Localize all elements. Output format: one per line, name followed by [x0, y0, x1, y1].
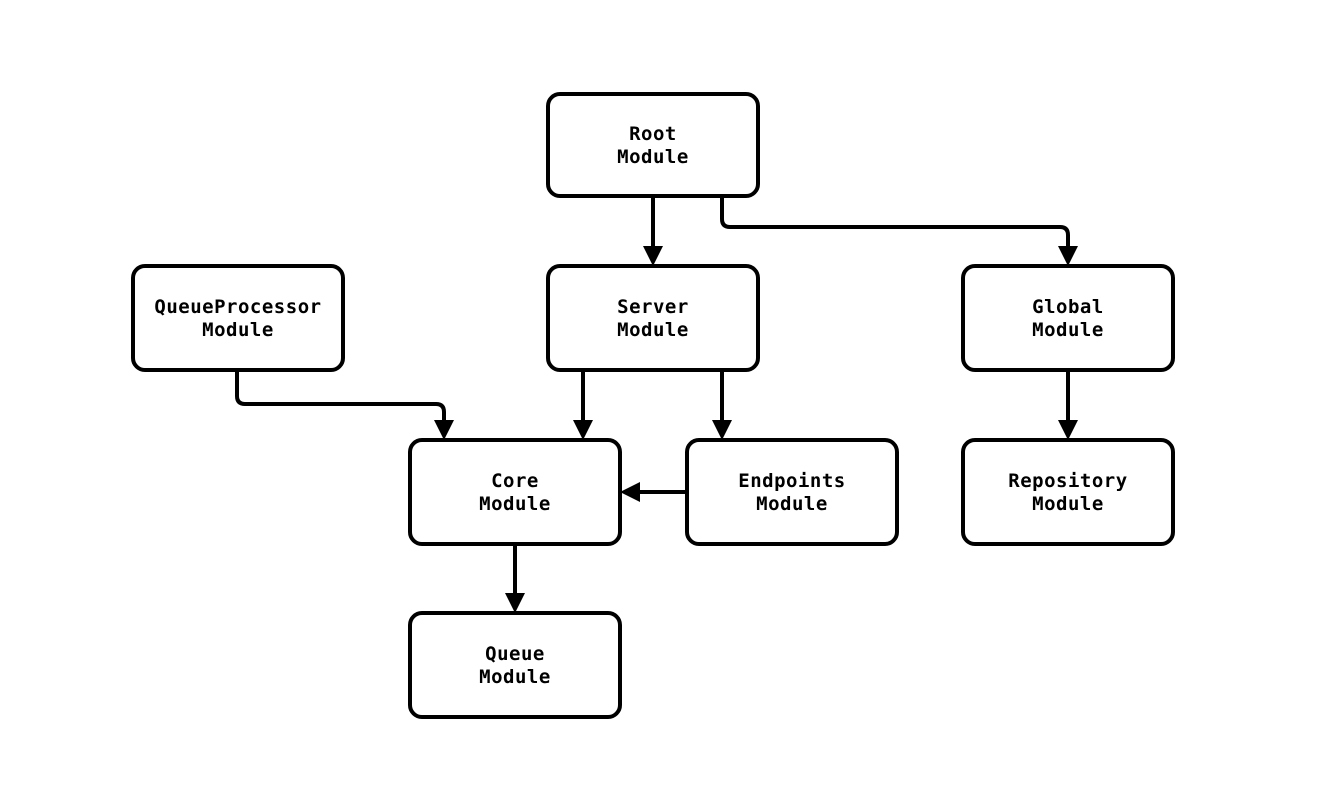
- edge-root-to-global: [720, 196, 1078, 266]
- node-box[interactable]: [546, 264, 760, 372]
- node-label-line2: Module: [617, 319, 689, 341]
- arrowhead-icon: [620, 482, 640, 502]
- edge-endpoints-to-core: [620, 482, 687, 502]
- arrowhead-icon: [505, 593, 525, 613]
- arrowhead-icon: [434, 420, 454, 440]
- edge-core-to-queue: [505, 544, 525, 613]
- arrowhead-icon: [712, 420, 732, 440]
- node-label-line2: Module: [1032, 493, 1104, 515]
- node-label-line2: Module: [617, 146, 689, 168]
- node-box[interactable]: [408, 438, 622, 546]
- node-box[interactable]: [685, 438, 899, 546]
- node-box[interactable]: [408, 611, 622, 719]
- edge-server-to-endpoints: [712, 370, 732, 440]
- node-label-line1: QueueProcessor: [154, 296, 321, 318]
- node-label-line1: Endpoints: [738, 470, 845, 492]
- node-label-line2: Module: [756, 493, 828, 515]
- node-label-line1: Global: [1032, 296, 1104, 318]
- node-box[interactable]: [131, 264, 345, 372]
- node-box[interactable]: [961, 438, 1175, 546]
- edge-queueprocessor-to-core: [235, 370, 454, 440]
- node-label-line1: Repository: [1008, 470, 1127, 492]
- edge-root-to-server: [643, 196, 663, 266]
- edge-line: [235, 370, 446, 426]
- node-label-line2: Module: [479, 493, 551, 515]
- node-box[interactable]: [546, 92, 760, 198]
- node-box[interactable]: [961, 264, 1175, 372]
- node-label-line1: Core: [491, 470, 539, 492]
- edge-server-to-core: [573, 370, 593, 440]
- node-label-line2: Module: [479, 666, 551, 688]
- edge-line: [720, 196, 1070, 252]
- arrowhead-icon: [1058, 246, 1078, 266]
- node-label-line2: Module: [1032, 319, 1104, 341]
- arrowhead-icon: [643, 246, 663, 266]
- node-label-line2: Module: [202, 319, 274, 341]
- node-label-line1: Server: [617, 296, 689, 318]
- arrowhead-icon: [1058, 420, 1078, 440]
- edge-global-to-repository: [1058, 370, 1078, 440]
- edges-layer: [235, 196, 1078, 613]
- arrowhead-icon: [573, 420, 593, 440]
- node-label-line1: Queue: [485, 643, 545, 665]
- node-label-line1: Root: [629, 123, 677, 145]
